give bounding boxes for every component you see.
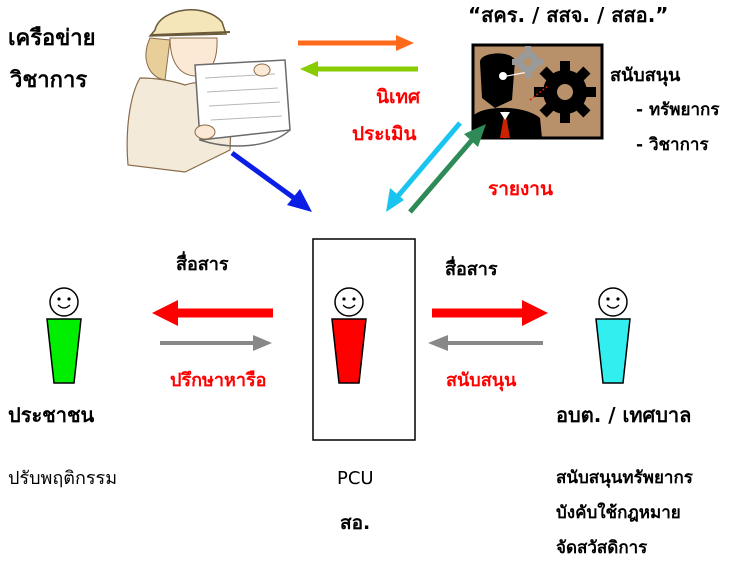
arrow-org-to-pcu <box>386 121 462 212</box>
top-org-title: “สคร. / สสจ. / สสอ.” <box>468 3 669 27</box>
consult-label: ปรึกษาหารือ <box>170 370 267 391</box>
local-gov-name: อบต. / เทศบาล <box>556 403 692 427</box>
gears-and-businessman-icon <box>471 43 604 140</box>
evaluate-label: ประเมิน <box>352 123 417 145</box>
arrow-pcu-to-local-gov <box>432 300 548 326</box>
communicate-left-label: สื่อสาร <box>176 254 229 275</box>
arrow-public-to-pcu <box>160 335 272 351</box>
report-label: รายงาน <box>488 178 553 200</box>
local-gov-role-law: บังคับใช้กฎหมาย <box>556 503 681 523</box>
arrow-local-gov-to-pcu <box>428 335 543 351</box>
pcu-box <box>312 238 416 441</box>
arrow-network-to-org <box>298 35 414 51</box>
support-item-resources: - ทรัพยากร <box>636 100 720 120</box>
pcu-name-line2: สอ. <box>340 512 371 534</box>
public-name: ประชาชน <box>8 403 95 427</box>
supervise-label: นิเทศ <box>376 86 421 108</box>
support-title: สนับสนุน <box>610 65 681 86</box>
local-gov-role-resources: สนับสนุนทรัพยากร <box>556 468 693 488</box>
engineer-with-blueprint-icon <box>126 9 291 173</box>
local-gov-role-welfare: จัดสวัสดิการ <box>556 538 648 558</box>
arrow-network-to-pcu <box>230 150 312 212</box>
arrow-pcu-to-org <box>408 124 486 214</box>
academic-network-label-line2: วิชาการ <box>10 68 88 93</box>
public-person-icon <box>46 287 82 384</box>
local-gov-person-icon <box>595 287 631 384</box>
pcu-person-icon <box>331 287 367 384</box>
public-role: ปรับพฤติกรรม <box>8 468 118 489</box>
support-flow-label: สนับสนุน <box>446 370 517 391</box>
arrow-org-to-network <box>300 61 418 77</box>
communicate-right-label: สื่อสาร <box>445 259 498 280</box>
support-item-academic: - วิชาการ <box>636 135 709 155</box>
academic-network-label-line1: เครือข่าย <box>8 26 96 51</box>
pcu-name-line1: PCU <box>337 468 374 489</box>
arrow-pcu-to-public <box>152 300 273 326</box>
